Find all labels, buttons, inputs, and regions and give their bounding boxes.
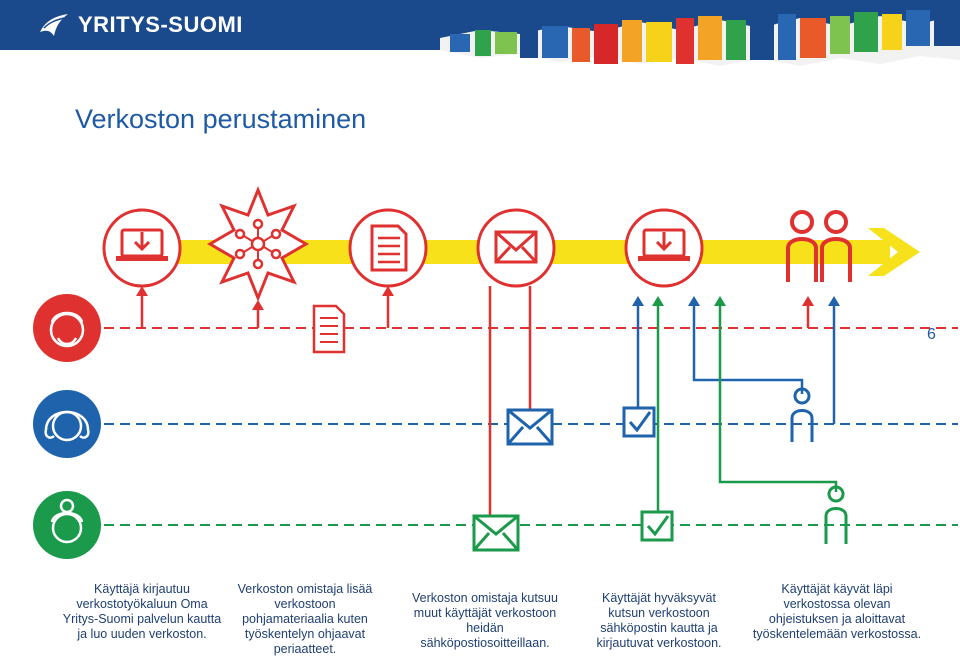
step2-network-sun-icon [207,185,309,303]
owner-avatar-icon [33,294,101,362]
lane-to-users-connectors [802,296,840,424]
bird-logo-icon [40,14,68,36]
step1-laptop-download-icon [102,208,182,288]
step-caption-4: Käyttäjät hyväksyvät kutsun verkostoon s… [596,591,722,650]
blue-check-icon [622,296,656,438]
blue-envelope-icon [506,408,554,446]
step-caption-2: Verkoston omistaja lisää verkostoon pohj… [237,582,373,656]
blue-user-avatar-icon [33,390,101,458]
step-caption-1: Käyttäjä kirjautuu verkostotyökaluun Oma… [62,582,222,641]
page-number: 6 [927,326,936,343]
header: YRITYS-SUOMI [0,0,960,72]
green-envelope-icon [472,514,520,552]
step3-document-icon [348,208,428,288]
page-title: Verkoston perustaminen [75,104,367,134]
brand-name: YRITYS-SUOMI [78,12,243,37]
flag-ribbon [440,10,960,66]
step4-envelope-icon [476,208,556,288]
step-caption-5: Käyttäjät käyvät läpi verkostossa olevan… [752,582,922,641]
step-caption-3: Verkoston omistaja kutsuu muut käyttäjät… [412,591,558,650]
green-check-icon [640,296,674,542]
owner-document-icon [312,304,346,354]
step5-laptop-download-icon [624,208,704,288]
owner-connectors [136,286,394,328]
users-group-icon [786,210,852,282]
blue-user-connector [688,296,814,442]
green-user-avatar-icon [33,491,101,559]
brand-logo[interactable]: YRITYS-SUOMI [38,8,243,42]
green-user-connector [714,296,848,544]
invite-connectors [488,286,532,518]
